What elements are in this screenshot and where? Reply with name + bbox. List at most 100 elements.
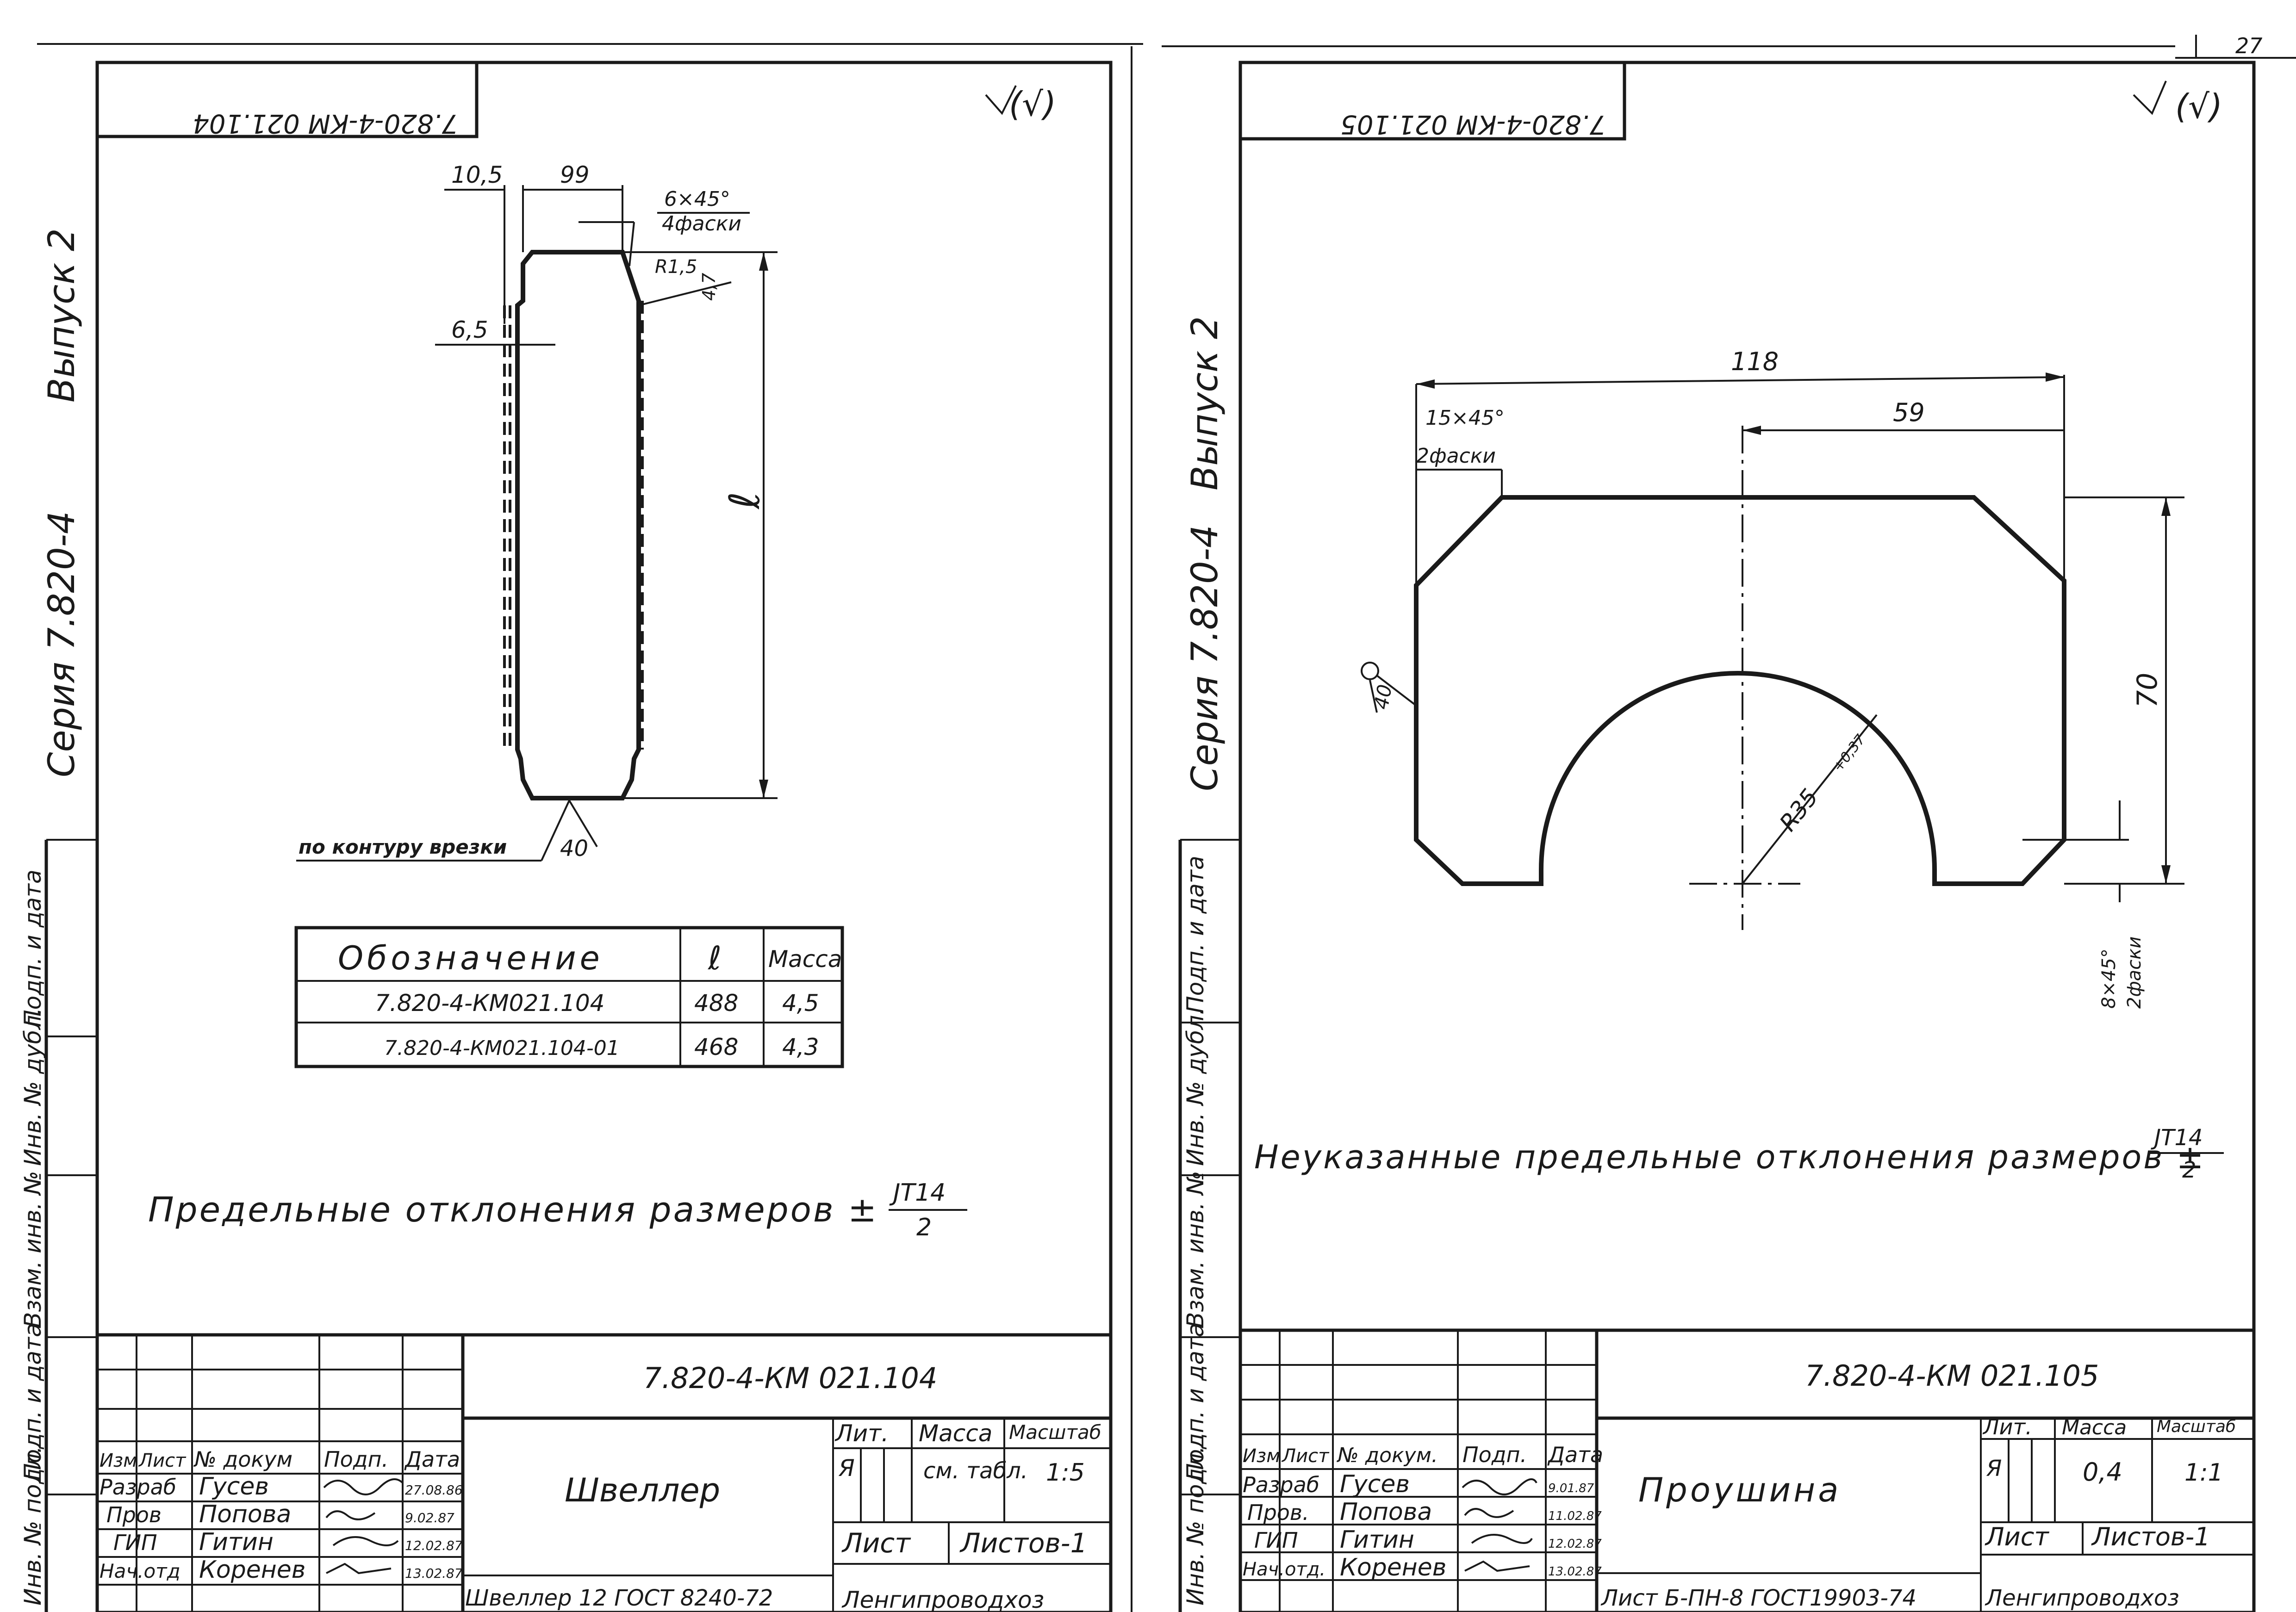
weld-note: по контуру врезки: [299, 836, 507, 858]
dim-radius: R1,5: [655, 256, 697, 278]
svg-text:Лист: Лист: [841, 1527, 911, 1559]
right-note-frac-bottom: 2: [2182, 1157, 2196, 1183]
signature-icon: [325, 1510, 376, 1520]
svg-text:27.08.86: 27.08.86: [405, 1482, 463, 1498]
svg-text:11.02.87: 11.02.87: [1548, 1509, 1602, 1523]
signature-icon: [323, 1478, 404, 1495]
signature-icon: [1464, 1560, 1530, 1572]
right-part-name: Проушина: [1638, 1470, 1841, 1509]
right-title-block: 7.820-4-КМ 021.105 Проушина Лит. Масса М…: [1240, 1328, 2254, 1612]
svg-text:Коренев: Коренев: [199, 1556, 305, 1584]
table-header-length: ℓ: [708, 939, 722, 977]
svg-text:Лист: Лист: [1281, 1445, 1330, 1467]
signature-icon: [1462, 1478, 1537, 1495]
svg-text:Подп. и дата: Подп. и дата: [1182, 856, 1209, 1013]
svg-text:Взам. инв. №: Взам. инв. №: [1182, 1171, 1209, 1328]
right-sheet: 7.820-4-КМ 021.105 (√) Серия 7.820-4 Вып…: [1178, 61, 2256, 1612]
svg-text:Инв. № дубл.: Инв. № дубл.: [1182, 1008, 1209, 1166]
dim-chamfer-note: 4фаски: [662, 212, 741, 236]
svg-text:Подп. и дата: Подп. и дата: [1182, 1323, 1209, 1481]
svg-text:Гитин: Гитин: [199, 1528, 274, 1556]
left-issue-text: Выпуск 2: [41, 228, 83, 403]
weld-value: 40: [560, 836, 588, 862]
svg-text:(√): (√): [2175, 87, 2222, 126]
svg-text:Листов-1: Листов-1: [2091, 1522, 2210, 1551]
svg-text:Швеллер 12 ГОСТ 8240-72: Швеллер 12 ГОСТ 8240-72: [465, 1585, 773, 1611]
svg-text:1:5: 1:5: [1046, 1459, 1085, 1487]
dim-70: 70: [2131, 673, 2164, 708]
svg-text:Масштаб: Масштаб: [1009, 1421, 1101, 1444]
svg-text:Ленгипроводхоз: Ленгипроводхоз: [1985, 1585, 2179, 1611]
dim-length: ℓ: [721, 492, 769, 510]
svg-text:0,4: 0,4: [2083, 1457, 2122, 1487]
left-series-text: Серия 7.820-4: [41, 511, 83, 777]
svg-text:Взам. инв. №: Взам. инв. №: [19, 1171, 46, 1328]
svg-text:Лит.: Лит.: [1982, 1414, 2032, 1439]
left-sheet: 7.820-4-КМ 021.104 (√) Серия 7.820-4 Вып…: [19, 46, 1132, 1612]
dim-chamfer-top-note: 2фаски: [1416, 444, 1496, 468]
table-header-mass: Масса: [768, 946, 842, 973]
dim-chamfer: 6×45°: [664, 187, 730, 211]
left-margin-stamp: Инв. № подл. Подп. и дата Взам. инв. № И…: [19, 839, 97, 1612]
svg-text:Попова: Попова: [199, 1500, 291, 1528]
dim-radius-tol: +0,37: [1830, 732, 1869, 775]
left-part-name: Швеллер: [565, 1471, 720, 1509]
svg-text:Ленгипроводхоз: Ленгипроводхоз: [841, 1587, 1044, 1612]
svg-text:см. табл.: см. табл.: [923, 1458, 1028, 1484]
svg-text:Изм: Изм: [100, 1450, 137, 1471]
table-header-designation: Обозначение: [338, 939, 604, 977]
svg-text:Изм: Изм: [1243, 1445, 1280, 1467]
svg-text:Разраб: Разраб: [100, 1475, 176, 1500]
svg-text:Инв. № подл.: Инв. № подл.: [1182, 1446, 1209, 1606]
svg-text:Гитин: Гитин: [1340, 1526, 1414, 1554]
right-issue-text: Выпуск 2: [1184, 316, 1226, 490]
weld-value: 40: [1370, 683, 1397, 711]
left-title-block: 7.820-4-КМ 021.104 Швеллер Лит. Масса Ма…: [97, 1333, 1111, 1612]
svg-text:Я: Я: [838, 1455, 855, 1482]
svg-text:№ докум: № докум: [193, 1447, 292, 1472]
svg-text:Разраб: Разраб: [1243, 1472, 1319, 1497]
svg-text:12.02.87: 12.02.87: [1548, 1537, 1602, 1551]
dim-web: 6,5: [451, 316, 488, 343]
left-rotated-code: 7.820-4-КМ 021.104: [193, 108, 458, 138]
svg-text:Лист Б-ПН-8 ГОСТ19903-74: Лист Б-ПН-8 ГОСТ19903-74: [1600, 1585, 1916, 1611]
signature-icon: [326, 1562, 392, 1575]
left-roughness-icon: (√): [985, 85, 1056, 124]
table-cell: 7.820-4-КМ021.104-01: [384, 1036, 620, 1060]
svg-text:Инв. № дубл.: Инв. № дубл.: [19, 1008, 46, 1166]
svg-text:Масса: Масса: [919, 1420, 992, 1447]
signature-icon: [1471, 1534, 1533, 1544]
dim-10-5: 10,5: [451, 161, 503, 188]
dim-chamfer-bottom-note: 2фаски: [2124, 936, 2145, 1009]
svg-text:Подп. и дата: Подп. и дата: [19, 869, 46, 1027]
dim-chamfer-bottom: 8×45°: [2098, 949, 2120, 1009]
eyelet-part-drawing: 118 59 15×45° 2фаски 70 R35 +0,37 40: [1361, 347, 2184, 1009]
svg-text:9.02.87: 9.02.87: [405, 1510, 454, 1525]
table-cell: 7.820-4-КМ021.104: [375, 990, 604, 1017]
right-note-frac-top: JT14: [2151, 1125, 2203, 1151]
table-cell: 468: [694, 1034, 738, 1060]
channel-part-drawing: 10,5 99 6×45° 4фаски R1,5 4,7 6,5 ℓ: [296, 161, 778, 862]
svg-text:13.02.87: 13.02.87: [405, 1566, 463, 1581]
svg-text:№ докум.: № докум.: [1336, 1444, 1438, 1467]
svg-text:ГИП: ГИП: [1254, 1528, 1298, 1553]
dim-chamfer-top: 15×45°: [1425, 406, 1505, 430]
svg-text:Нач.отд.: Нач.отд.: [1243, 1559, 1325, 1580]
svg-text:1:1: 1:1: [2184, 1459, 2223, 1487]
svg-text:Подп.: Подп.: [1462, 1442, 1527, 1467]
svg-text:13.02.87: 13.02.87: [1548, 1565, 1602, 1579]
svg-text:Подп. и дата: Подп. и дата: [19, 1323, 46, 1481]
dim-99: 99: [560, 161, 590, 188]
svg-text:Коренев: Коренев: [1340, 1554, 1446, 1581]
svg-text:Лист: Лист: [1985, 1522, 2049, 1551]
dim-r-small: 4,7: [699, 273, 719, 301]
svg-text:Пров: Пров: [106, 1502, 162, 1527]
svg-text:Дата: Дата: [404, 1447, 460, 1472]
svg-text:(√): (√): [1009, 85, 1056, 124]
right-series-text: Серия 7.820-4: [1184, 525, 1226, 791]
svg-text:Я: Я: [1986, 1456, 2002, 1482]
svg-text:Лит.: Лит.: [834, 1420, 889, 1447]
page-number: 27: [2235, 33, 2263, 58]
svg-text:Пров.: Пров.: [1247, 1500, 1309, 1525]
